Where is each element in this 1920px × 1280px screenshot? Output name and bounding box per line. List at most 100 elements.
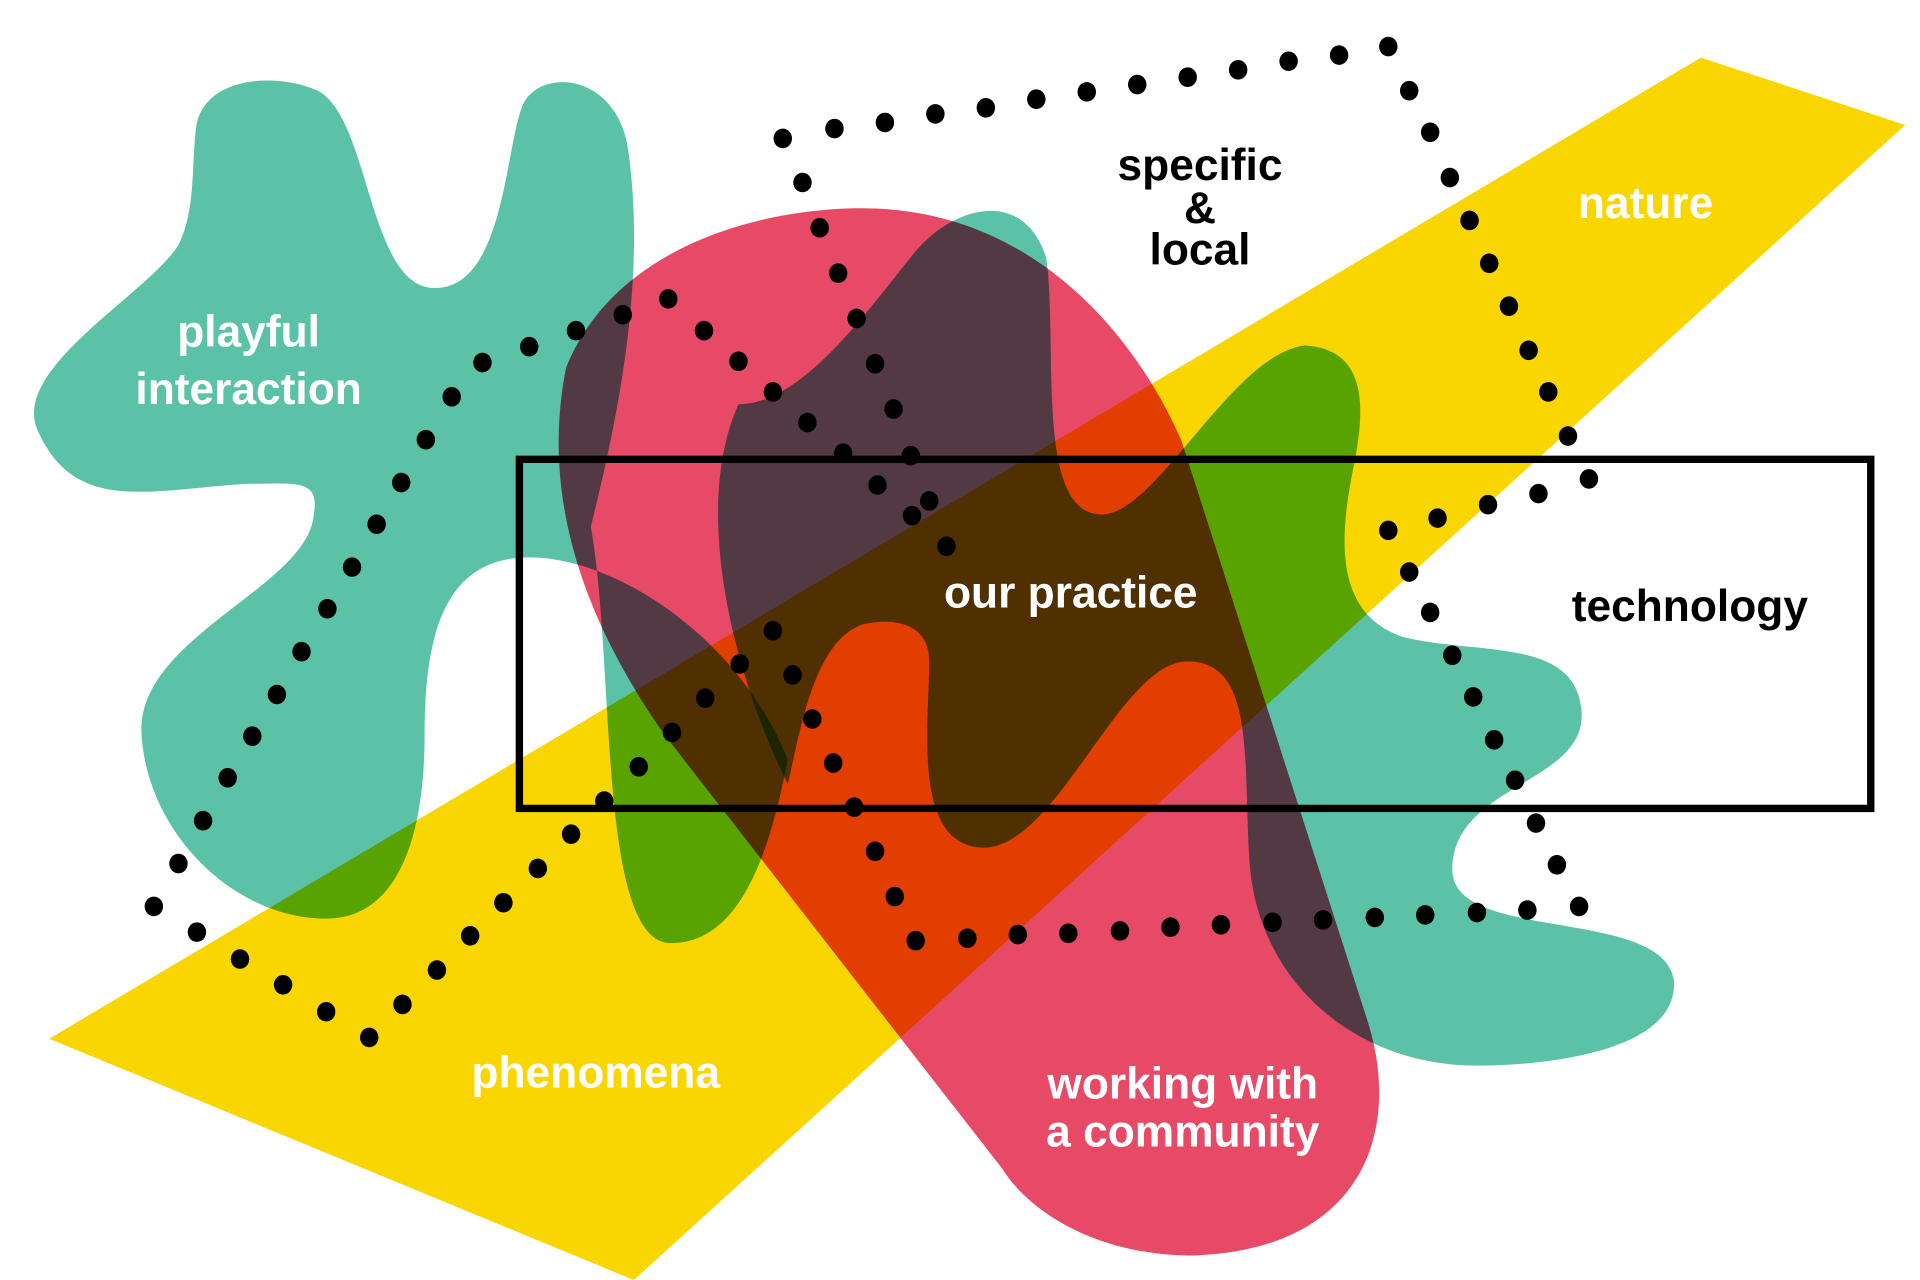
boundary-dot bbox=[427, 960, 447, 980]
boundary-dot bbox=[824, 753, 843, 773]
boundary-dot bbox=[1161, 917, 1180, 938]
boundary-dot bbox=[884, 399, 903, 419]
boundary-dot bbox=[937, 536, 956, 557]
boundary-dot bbox=[566, 320, 586, 341]
boundary-dot bbox=[1379, 36, 1398, 57]
boundary-dot bbox=[729, 351, 748, 372]
boundary-dot bbox=[1008, 924, 1028, 945]
boundary-dot bbox=[825, 118, 844, 139]
label-local: local bbox=[1150, 226, 1251, 275]
boundary-dot bbox=[1480, 253, 1499, 274]
specific-local-dotted-boundary bbox=[144, 36, 1599, 1048]
boundary-dot bbox=[193, 810, 213, 831]
boundary-dot bbox=[865, 841, 885, 862]
boundary-dot bbox=[629, 756, 648, 777]
boundary-dot bbox=[1478, 494, 1498, 515]
boundary-dot bbox=[1440, 167, 1460, 188]
boundary-dot bbox=[885, 886, 904, 907]
boundary-dot bbox=[1379, 520, 1398, 541]
boundary-dot bbox=[318, 598, 337, 619]
boundary-dot bbox=[267, 684, 287, 705]
boundary-dot bbox=[810, 218, 829, 238]
boundary-dot bbox=[662, 722, 682, 743]
label-technology: technology bbox=[1572, 582, 1809, 631]
boundary-dot bbox=[442, 387, 461, 407]
boundary-dot bbox=[1077, 82, 1096, 102]
boundary-dot bbox=[1420, 122, 1440, 143]
playful-interaction-blob bbox=[33, 80, 788, 944]
boundary-dot bbox=[1128, 74, 1147, 95]
boundary-dot bbox=[393, 994, 412, 1015]
boundary-dot bbox=[561, 824, 581, 844]
boundary-dot bbox=[803, 709, 822, 729]
boundary-dot bbox=[520, 336, 539, 357]
boundary-dot bbox=[1365, 907, 1384, 928]
boundary-dot bbox=[828, 263, 848, 283]
boundary-dot bbox=[865, 353, 885, 374]
boundary-dot bbox=[1211, 914, 1231, 935]
boundary-dot bbox=[1464, 687, 1483, 707]
boundary-dot bbox=[793, 172, 812, 193]
boundary-dot bbox=[847, 308, 866, 329]
boundary-dot bbox=[392, 472, 411, 493]
boundary-dot bbox=[1329, 45, 1349, 65]
label-specific: specific bbox=[1118, 141, 1283, 190]
boundary-dot bbox=[494, 892, 513, 913]
boundary-dot bbox=[901, 445, 920, 466]
boundary-dot bbox=[1499, 296, 1519, 317]
boundary-dot bbox=[1263, 912, 1282, 933]
boundary-dot bbox=[1526, 813, 1546, 833]
boundary-dot bbox=[273, 975, 293, 995]
boundary-dot bbox=[1467, 902, 1487, 923]
label-nature: nature bbox=[1578, 179, 1713, 228]
boundary-dot bbox=[1529, 483, 1548, 504]
boundary-dot bbox=[1428, 508, 1447, 528]
boundary-dot bbox=[1110, 921, 1130, 941]
boundary-dot bbox=[416, 429, 436, 450]
boundary-dot bbox=[868, 475, 887, 495]
label-ampersand: & bbox=[1184, 184, 1216, 233]
boundary-dot bbox=[473, 352, 492, 373]
boundary-dot bbox=[1484, 730, 1504, 750]
boundary-dot bbox=[875, 112, 895, 133]
boundary-dot bbox=[528, 858, 548, 879]
boundary-dot bbox=[763, 382, 783, 402]
boundary-dot bbox=[1505, 770, 1525, 791]
boundary-dot bbox=[763, 621, 783, 641]
boundary-dot bbox=[144, 896, 164, 917]
boundary-dot bbox=[659, 289, 678, 309]
boundary-dot bbox=[1027, 89, 1046, 110]
boundary-dot bbox=[1569, 896, 1589, 917]
boundary-dot bbox=[1059, 923, 1078, 944]
boundary-dot bbox=[613, 304, 632, 325]
boundary-dot bbox=[958, 928, 977, 949]
label-working-with: working with bbox=[1046, 1060, 1318, 1109]
boundary-dot bbox=[926, 104, 945, 124]
label-playful: playful bbox=[177, 308, 320, 357]
label-interaction: interaction bbox=[135, 365, 361, 414]
boundary-dot bbox=[316, 1001, 336, 1022]
boundary-dot bbox=[230, 949, 250, 969]
boundary-dot bbox=[187, 922, 207, 942]
boundary-dot bbox=[218, 768, 237, 788]
community-blob bbox=[558, 208, 1380, 1256]
boundary-dot bbox=[1518, 900, 1537, 920]
boundary-dot bbox=[798, 412, 817, 433]
boundary-dot bbox=[1400, 80, 1419, 101]
boundary-dot bbox=[1178, 67, 1197, 87]
boundary-dot bbox=[833, 443, 853, 464]
boundary-dot bbox=[920, 491, 939, 511]
boundary-dot bbox=[902, 505, 922, 526]
label-our-practice: our practice bbox=[944, 569, 1198, 618]
boundary-dot bbox=[1558, 426, 1578, 446]
boundary-dot bbox=[367, 514, 386, 535]
boundary-dot bbox=[1279, 51, 1298, 72]
boundary-dot bbox=[1228, 60, 1248, 80]
boundary-dot bbox=[292, 641, 311, 662]
boundary-dot bbox=[1539, 382, 1558, 402]
boundary-dot bbox=[1519, 340, 1538, 361]
boundary-dot bbox=[976, 97, 996, 118]
boundary-dot bbox=[360, 1027, 379, 1048]
boundary-dot bbox=[1547, 854, 1567, 875]
